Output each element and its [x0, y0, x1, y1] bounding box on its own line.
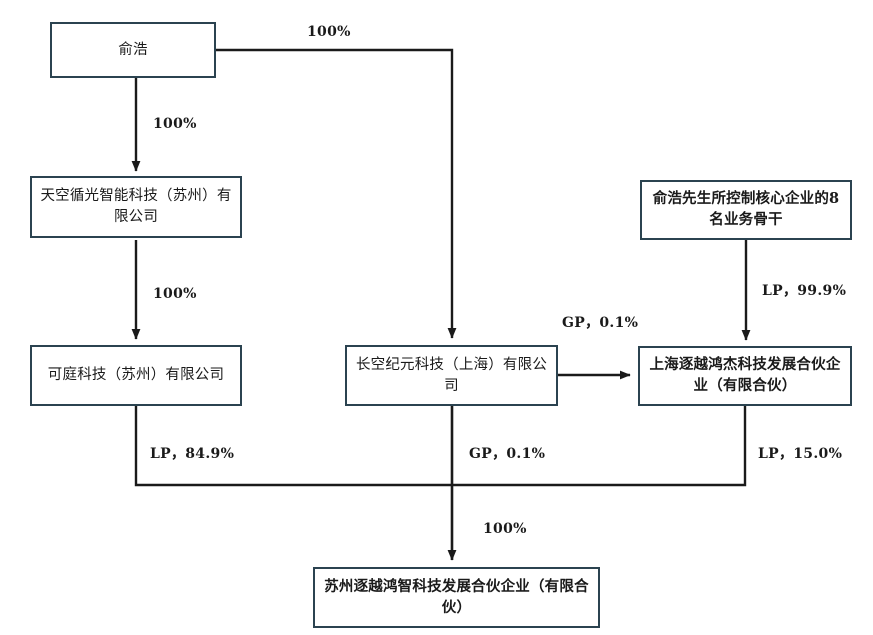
node-core-staff-label: 俞浩先生所控制核心企业的8名业务骨干	[652, 190, 840, 228]
edge-label-tiankong-to-keting: 100%	[153, 286, 197, 302]
edge-shanghai-to-suzhou	[452, 406, 747, 487]
edge-label-corestaff-to-shanghai: LP，99.9%	[762, 283, 847, 299]
node-yu-hao[interactable]: 俞浩	[50, 22, 216, 78]
node-shanghai-zhuyue-hongjie[interactable]: 上海逐越鸿杰科技发展合伙企业（有限合伙）	[638, 346, 852, 406]
node-yu-hao-label: 俞浩	[118, 41, 148, 58]
node-shanghai-zhuyue-hongjie-label: 上海逐越鸿杰科技发展合伙企业（有限合伙）	[649, 356, 841, 394]
node-suzhou-zhuyue-hongzhi[interactable]: 苏州逐越鸿智科技发展合伙企业（有限合伙）	[313, 567, 600, 628]
node-keting-keji[interactable]: 可庭科技（苏州）有限公司	[30, 345, 242, 406]
node-suzhou-zhuyue-hongzhi-label: 苏州逐越鸿智科技发展合伙企业（有限合伙）	[324, 577, 589, 616]
node-tiankong-xunguang-label: 天空循光智能科技（苏州）有限公司	[40, 188, 232, 225]
node-tiankong-xunguang[interactable]: 天空循光智能科技（苏州）有限公司	[30, 176, 242, 238]
edge-label-changkong-to-suzhou: GP，0.1%	[469, 446, 546, 462]
edge-yuhao-to-changkong	[216, 48, 457, 339]
node-keting-keji-label: 可庭科技（苏州）有限公司	[47, 367, 225, 384]
node-changkong-jiyuan[interactable]: 长空纪元科技（上海）有限公司	[345, 345, 558, 406]
node-changkong-jiyuan-label: 长空纪元科技（上海）有限公司	[355, 356, 548, 394]
edge-label-shanghai-to-suzhou: LP，15.0%	[758, 446, 843, 462]
edge-label-keting-to-suzhou: LP，84.9%	[150, 446, 235, 462]
node-core-staff[interactable]: 俞浩先生所控制核心企业的8名业务骨干	[640, 180, 852, 240]
edge-label-yuhao-to-tiankong: 100%	[153, 116, 197, 132]
edge-keting-to-suzhou	[134, 406, 452, 487]
edge-label-changkong-to-shanghai: GP，0.1%	[562, 315, 639, 331]
edge-label-yuhao-to-changkong: 100%	[307, 24, 351, 40]
edge-label-junction-to-suzhou: 100%	[483, 521, 527, 537]
